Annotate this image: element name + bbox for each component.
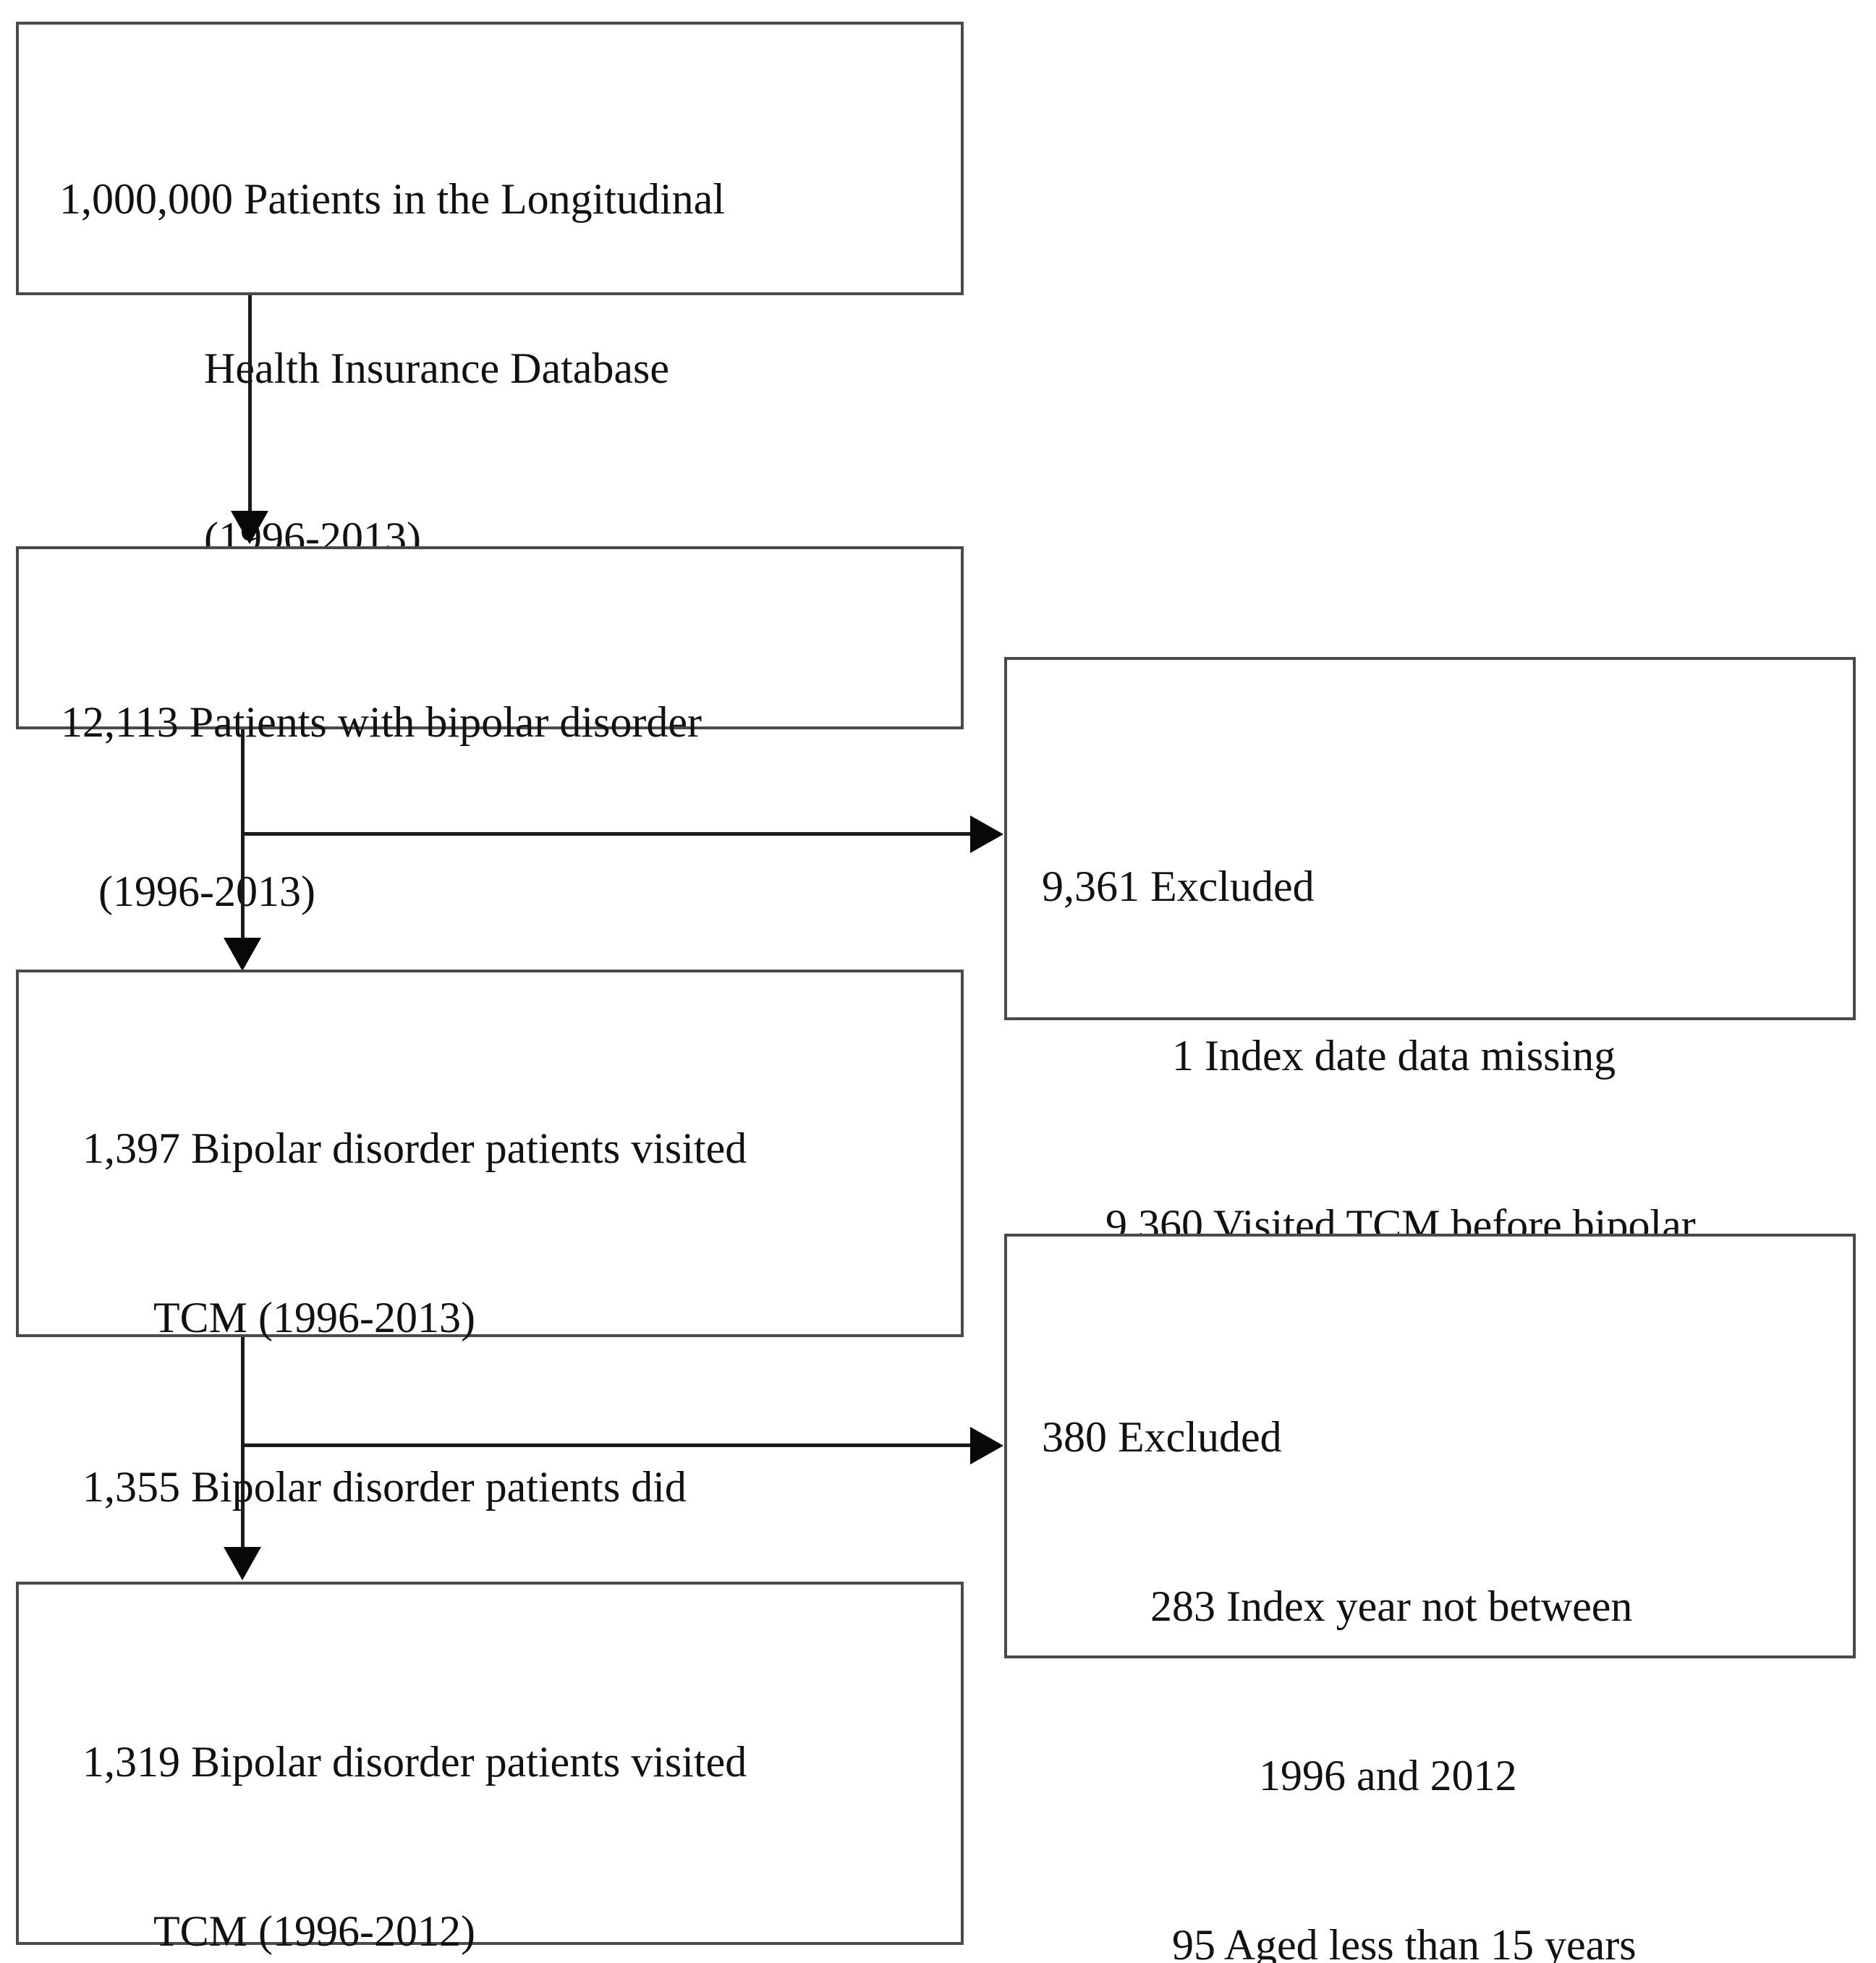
text-line: TCM (1996-2013) bbox=[153, 1294, 475, 1341]
arrowhead-source-to-bipolar bbox=[231, 511, 268, 544]
text-line: 1,000,000 Patients in the Longitudinal bbox=[59, 175, 725, 223]
text-line: (1996-2013) bbox=[98, 868, 315, 915]
text-line: Health Insurance Database bbox=[204, 344, 670, 392]
exclusion-box-2-text: 380 Excluded 283 Index year not between … bbox=[1007, 1296, 1853, 1963]
exclusion-reason: 1996 and 2012 bbox=[1259, 1752, 1517, 1799]
arrowhead-exclusion-2 bbox=[970, 1427, 1003, 1464]
exclusion-reason: 95 Aged less than 15 years bbox=[1172, 1921, 1637, 1963]
connector-branch-exclusion-2 bbox=[241, 1443, 972, 1447]
exclusion-box-2: 380 Excluded 283 Index year not between … bbox=[1004, 1234, 1856, 1963]
exclusion-reason: 283 Index year not between bbox=[1150, 1582, 1633, 1630]
connector-source-to-bipolar bbox=[248, 295, 252, 512]
arrowhead-tcmsplit-to-final bbox=[224, 1547, 261, 1580]
exclusion-heading: 380 Excluded bbox=[1042, 1413, 1282, 1461]
exclusion-heading: 9,361 Excluded bbox=[1042, 862, 1315, 910]
node-tcm-split-2012-text: 1,319 Bipolar disorder patients visited … bbox=[19, 1621, 961, 1963]
exclusion-reason: 1 Index date data missing bbox=[1172, 1032, 1616, 1080]
text-line: TCM (1996-2012) bbox=[153, 1907, 475, 1955]
node-tcm-split-2013: 1,397 Bipolar disorder patients visited … bbox=[16, 970, 964, 1680]
node-bipolar-cohort-text: 12,113 Patients with bipolar disorder (1… bbox=[19, 581, 961, 1033]
exclusion-box-1: 9,361 Excluded 1 Index date data missing… bbox=[1004, 657, 1856, 1418]
node-source-population: 1,000,000 Patients in the Longitudinal H… bbox=[16, 22, 964, 561]
connector-branch-exclusion-1 bbox=[241, 832, 972, 836]
node-tcm-split-2013-text: 1,397 Bipolar disorder patients visited … bbox=[19, 1007, 961, 1797]
text-line: 1,319 Bipolar disorder patients visited bbox=[82, 1738, 747, 1786]
node-bipolar-cohort: 12,113 Patients with bipolar disorder (1… bbox=[16, 546, 964, 915]
text-line: 1,397 Bipolar disorder patients visited bbox=[82, 1124, 747, 1172]
text-line: 1,355 Bipolar disorder patients did bbox=[82, 1463, 687, 1511]
arrowhead-exclusion-1 bbox=[970, 815, 1003, 853]
node-tcm-split-2012: 1,319 Bipolar disorder patients visited … bbox=[16, 1582, 964, 1955]
arrowhead-bipolar-to-tcmsplit bbox=[224, 938, 261, 971]
text-line: 12,113 Patients with bipolar disorder bbox=[61, 698, 702, 746]
